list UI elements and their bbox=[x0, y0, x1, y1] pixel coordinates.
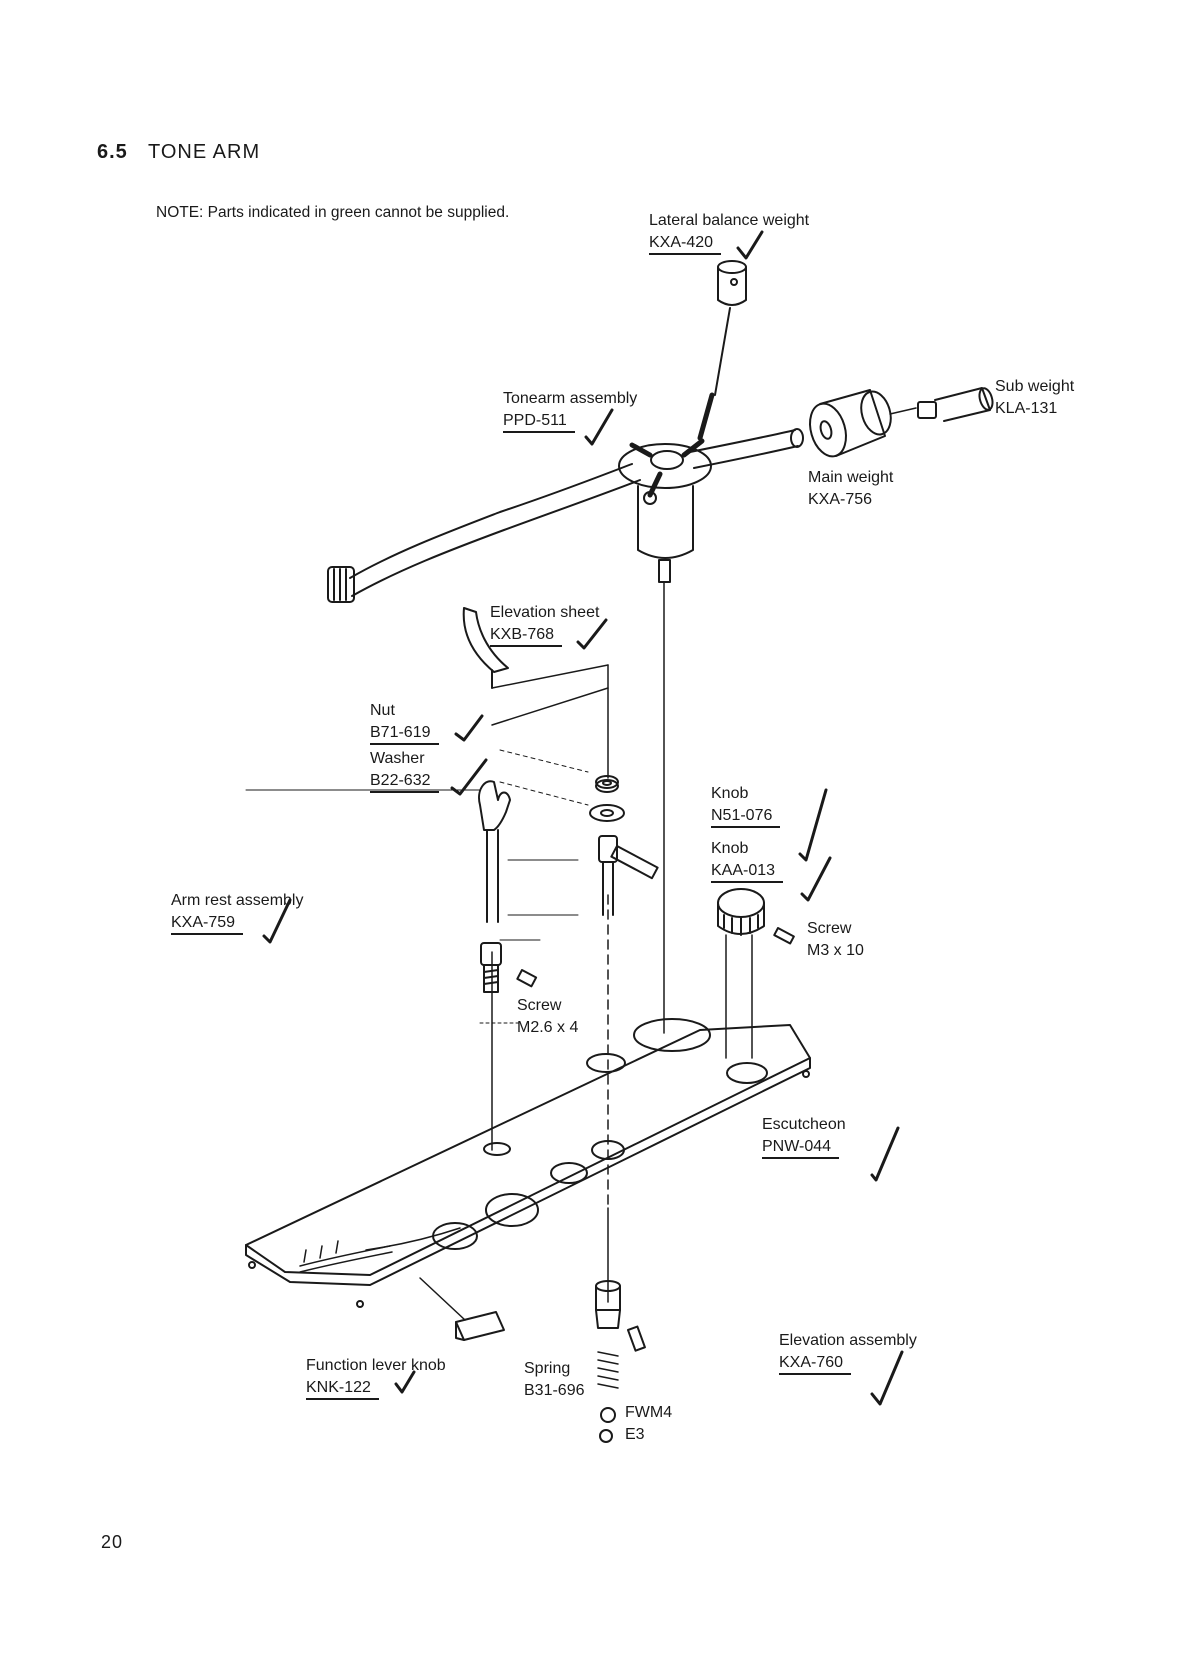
arm-rest-assembly-label: Arm rest assembly KXA-759 bbox=[171, 890, 303, 935]
main-weight-drawing bbox=[809, 389, 892, 458]
sub-weight-label: Sub weight KLA-131 bbox=[995, 378, 1075, 417]
escutcheon-drawing bbox=[245, 1018, 811, 1321]
assembly-guide-lines bbox=[245, 581, 753, 1303]
e3-label: E3 bbox=[625, 1426, 645, 1443]
page-number: 20 bbox=[101, 1532, 124, 1552]
section-heading: 6.5 TONE ARM bbox=[97, 141, 260, 164]
part-code: KXA-756 bbox=[808, 491, 873, 508]
tonearm-assembly-label: Tonearm assembly PPD-511 bbox=[503, 388, 637, 433]
lateral-balance-weight-drawing bbox=[697, 260, 747, 441]
nut-label: Nut B71-619 bbox=[370, 700, 439, 745]
knob-kaa-label: Knob KAA-013 bbox=[711, 838, 784, 883]
screw-m3-label: Screw M3 x 10 bbox=[807, 920, 864, 959]
part-code: KXB-768 bbox=[490, 625, 563, 647]
part-code: KNK-122 bbox=[306, 1378, 379, 1400]
part-code: KXA-760 bbox=[779, 1353, 852, 1375]
part-code: PPD-511 bbox=[503, 411, 575, 433]
knob-drawing bbox=[717, 888, 795, 945]
part-code: KXA-759 bbox=[171, 913, 244, 935]
main-weight-label: Main weight KXA-756 bbox=[808, 469, 894, 508]
check-marks bbox=[262, 230, 904, 1406]
part-code: PNW-044 bbox=[762, 1137, 840, 1159]
nut-washer-drawing bbox=[589, 775, 625, 822]
part-code: M3 x 10 bbox=[807, 942, 864, 959]
function-lever-knob-drawing bbox=[455, 1311, 505, 1341]
part-code: KXA-420 bbox=[649, 233, 722, 255]
elevation-sheet-label: Elevation sheet KXB-768 bbox=[490, 602, 599, 647]
knob-n51-label: Knob N51-076 bbox=[711, 783, 781, 828]
part-code: KAA-013 bbox=[711, 861, 784, 883]
function-lever-knob-label: Function lever knob KNK-122 bbox=[306, 1355, 446, 1400]
spring-label: Spring B31-696 bbox=[524, 1360, 585, 1399]
part-code: B31-696 bbox=[524, 1382, 585, 1399]
part-code: B71-619 bbox=[370, 723, 439, 745]
screw-m26-label: Screw M2.6 x 4 bbox=[517, 997, 579, 1036]
elevation-assembly-label: Elevation assembly KXA-760 bbox=[779, 1330, 917, 1375]
section-title: TONE ARM bbox=[148, 141, 261, 163]
part-code: N51-076 bbox=[711, 806, 781, 828]
shaft-drawing bbox=[598, 835, 659, 916]
fwm4-label: FWM4 bbox=[625, 1404, 673, 1421]
part-code: B22-632 bbox=[370, 771, 439, 793]
elevation-sheet-drawing bbox=[462, 607, 509, 689]
part-code: M2.6 x 4 bbox=[517, 1019, 579, 1036]
arm-rest-drawing bbox=[478, 780, 538, 993]
part-code: KLA-131 bbox=[995, 400, 1058, 417]
lateral-balance-weight-label: Lateral balance weight KXA-420 bbox=[649, 210, 809, 255]
washer-label: Washer B22-632 bbox=[370, 748, 439, 793]
tonearm-drawing bbox=[327, 428, 804, 603]
elevation-assembly-drawing bbox=[595, 1280, 646, 1443]
section-number: 6.5 bbox=[97, 141, 128, 163]
sub-weight-drawing bbox=[889, 387, 994, 422]
supply-note: NOTE: Parts indicated in green cannot be… bbox=[156, 204, 510, 221]
escutcheon-label: Escutcheon PNW-044 bbox=[762, 1114, 846, 1159]
